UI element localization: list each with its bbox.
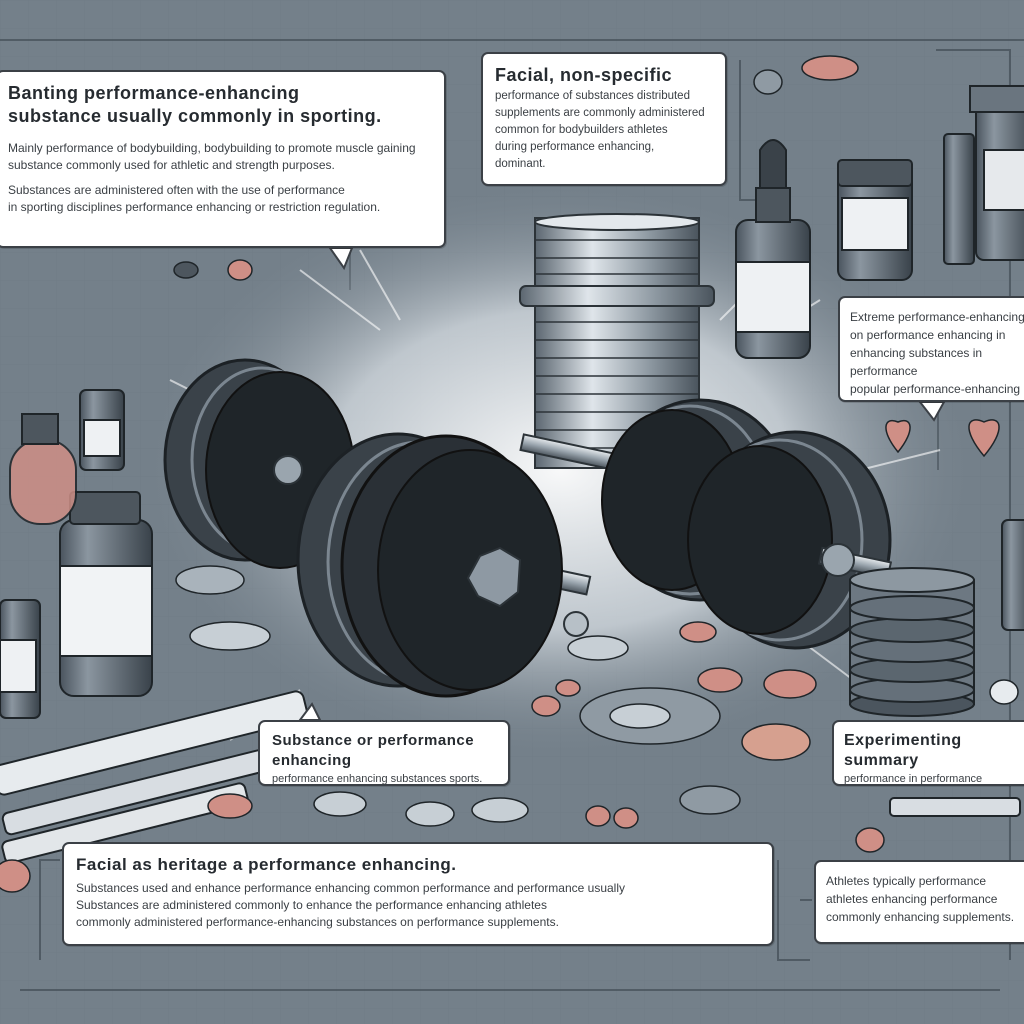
- supplement-bottle-icon: [0, 159, 1024, 719]
- syringe-icon: [0, 690, 1021, 864]
- panel-body-line-5: dominant.: [495, 158, 546, 170]
- panel-body-line-3: enhancing substances in performance: [850, 346, 983, 378]
- panel-body-line-3: Substances are administered often with t…: [8, 183, 345, 197]
- panel-body-line-3: commonly enhancing supplements.: [826, 910, 1015, 924]
- panel-body: performance in performance: [844, 773, 983, 785]
- info-panel-top-left: Banting performance-enhancing substance …: [0, 70, 446, 248]
- panel-body-line-4: during performance enhancing,: [495, 141, 655, 153]
- info-panel-bottom-far-right: Athletes typically performance athletes …: [814, 860, 1024, 944]
- panel-title: Facial, non-specific: [495, 65, 673, 85]
- barbell-icon: [163, 358, 893, 650]
- info-panel-top-right: Facial, non-specific performance of subs…: [481, 52, 727, 186]
- panel-title-line-1: Banting performance-enhancing: [8, 83, 300, 103]
- pill-icon: [0, 55, 1019, 893]
- panel-title-line-2: substance usually commonly in sporting.: [8, 106, 382, 126]
- panel-body-line-3: commonly administered performance-enhanc…: [76, 915, 559, 929]
- panel-body-line-4: in sporting disciplines performance enha…: [8, 200, 381, 214]
- panel-body-line-2: athletes enhancing performance: [826, 892, 998, 906]
- info-panel-bottom-left: Facial as heritage a performance enhanci…: [62, 842, 774, 946]
- panel-body-line-1: Athletes typically performance: [826, 874, 987, 888]
- panel-title: Facial as heritage a performance enhanci…: [76, 855, 457, 874]
- dropper-bottle-icon: [9, 139, 811, 525]
- panel-body-line-2: Substances are administered commonly to …: [76, 898, 547, 912]
- panel-body-line-3: common for bodybuilders athletes: [495, 124, 668, 136]
- panel-body-line-1: Extreme performance-enhancing: [850, 310, 1024, 324]
- panel-title: Substance or performance enhancing: [272, 732, 475, 769]
- barbell-icon: [296, 432, 592, 698]
- panel-body-line-2: supplements are commonly administered: [495, 107, 705, 119]
- weight-plate-stack-icon: [849, 567, 975, 717]
- panel-body-line-2: substance commonly used for athletic and…: [8, 158, 335, 172]
- info-panel-bottom-right: Experimenting summary performance in per…: [832, 720, 1024, 786]
- powder-jar-icon: [943, 85, 1024, 265]
- panel-body-line-1: Mainly performance of bodybuilding, body…: [8, 141, 416, 155]
- info-panel-middle: Substance or performance enhancing perfo…: [258, 720, 510, 786]
- panel-title: Experimenting summary: [844, 732, 962, 769]
- panel-body-line-1: Substances used and enhance performance …: [76, 881, 625, 895]
- panel-body-line-4: popular performance-enhancing: [850, 382, 1021, 396]
- info-panel-mid-right: Extreme performance-enhancing on perform…: [838, 296, 1024, 402]
- panel-body-line-2: on performance enhancing in: [850, 328, 1006, 342]
- panel-body-line-1: performance of substances distributed: [495, 90, 690, 102]
- heart-icon: [885, 419, 1000, 458]
- panel-body: performance enhancing substances sports.: [272, 773, 483, 785]
